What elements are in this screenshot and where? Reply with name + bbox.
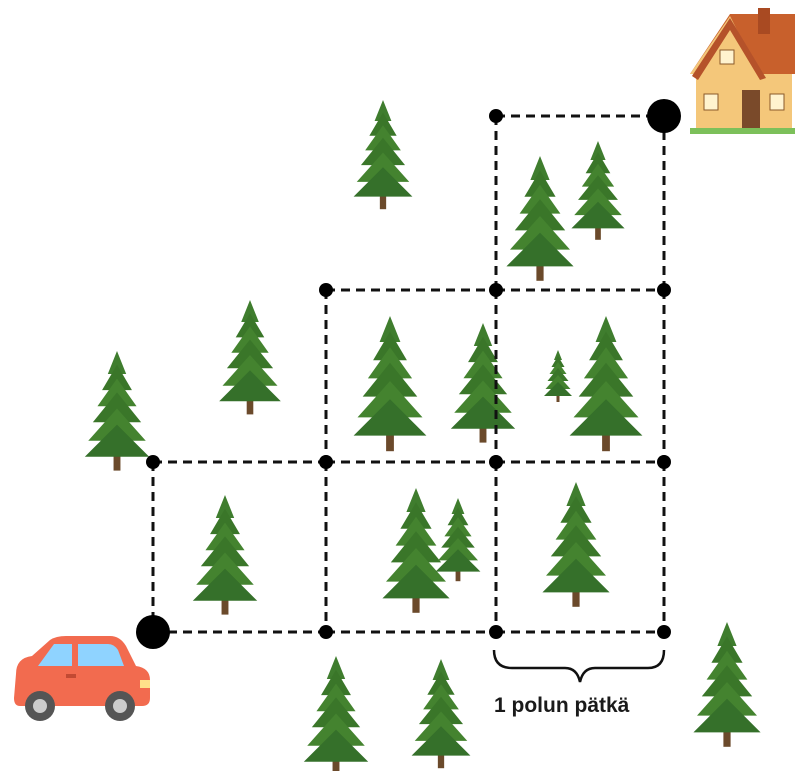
path-node bbox=[489, 455, 503, 469]
start-node bbox=[136, 615, 170, 649]
spruce-tree-icon bbox=[353, 316, 427, 452]
spruce-tree-icon bbox=[542, 482, 610, 607]
car-icon bbox=[14, 636, 150, 721]
path-node bbox=[319, 455, 333, 469]
spruce-tree-icon bbox=[192, 495, 258, 615]
spruce-tree-icon bbox=[569, 316, 643, 452]
spruce-tree-icon bbox=[411, 659, 471, 769]
path-node bbox=[319, 283, 333, 297]
spruce-tree-icon bbox=[84, 351, 150, 471]
trees-layer bbox=[84, 100, 761, 776]
spruce-tree-icon bbox=[544, 350, 572, 402]
end-node bbox=[647, 99, 681, 133]
spruce-tree-icon bbox=[219, 300, 281, 415]
path-node bbox=[657, 625, 671, 639]
spruce-tree-icon bbox=[303, 656, 369, 776]
path-node bbox=[319, 625, 333, 639]
path-node bbox=[657, 283, 671, 297]
house-icon bbox=[690, 8, 795, 134]
spruce-tree-icon bbox=[435, 498, 481, 582]
spruce-tree-icon bbox=[693, 622, 761, 747]
path-segments bbox=[151, 114, 666, 634]
spruce-tree-icon bbox=[382, 488, 450, 613]
path-node bbox=[657, 455, 671, 469]
path-node bbox=[146, 455, 160, 469]
path-node bbox=[489, 283, 503, 297]
spruce-tree-icon bbox=[450, 323, 516, 443]
path-nodes bbox=[136, 99, 681, 649]
spruce-tree-icon bbox=[506, 156, 574, 281]
path-node bbox=[489, 625, 503, 639]
segment-brace bbox=[492, 649, 666, 683]
segment-length-label: 1 polun pätkä bbox=[494, 694, 630, 717]
path-node bbox=[489, 109, 503, 123]
spruce-tree-icon bbox=[353, 100, 413, 210]
spruce-tree-icon bbox=[571, 141, 625, 240]
